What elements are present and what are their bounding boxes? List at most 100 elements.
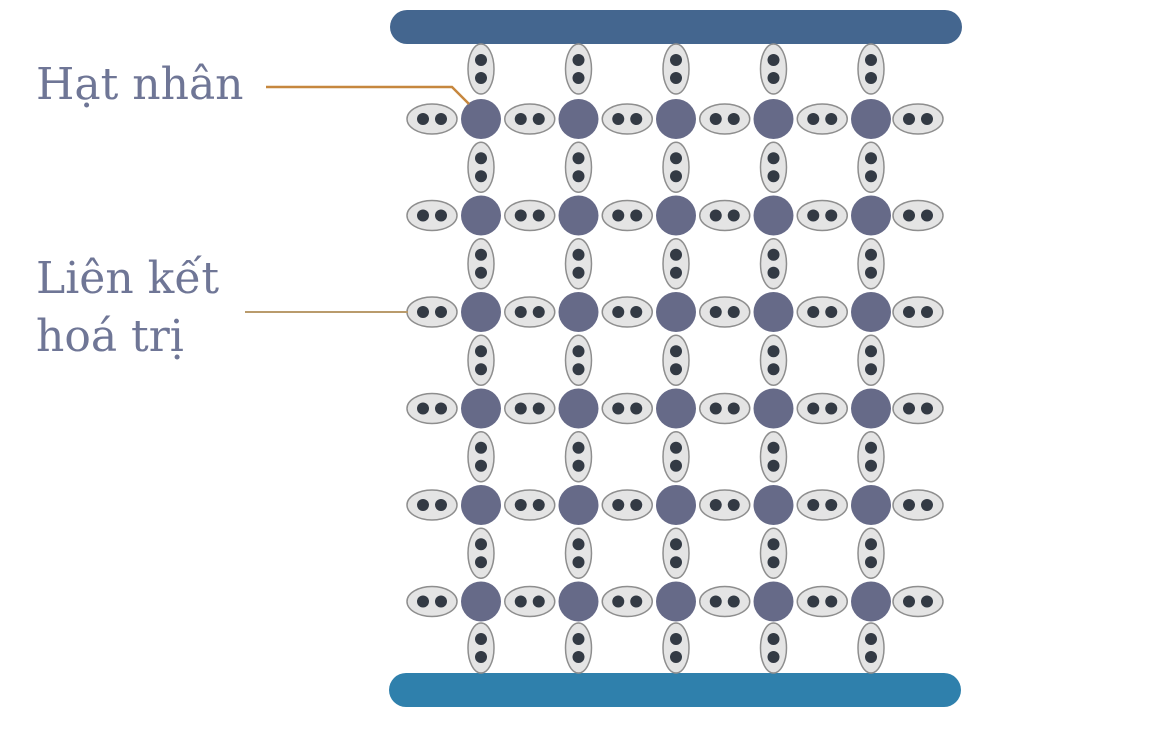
electron	[630, 306, 643, 318]
electron	[767, 72, 780, 84]
electron	[475, 248, 487, 261]
bond-shell	[601, 103, 653, 135]
electron	[865, 441, 877, 454]
nucleus	[851, 485, 891, 525]
electron	[767, 170, 780, 183]
bond-shell	[699, 489, 751, 521]
bond-shell	[796, 199, 848, 232]
electron	[670, 266, 682, 279]
bond-shell	[406, 489, 458, 521]
bond-shell	[857, 141, 885, 193]
nucleus	[461, 99, 501, 139]
bond-shell	[564, 334, 593, 386]
nucleus	[558, 195, 599, 236]
electron	[767, 363, 780, 376]
bond-shell	[406, 199, 458, 232]
nucleus	[558, 581, 599, 622]
electron	[825, 499, 838, 511]
covalent-bond	[759, 622, 788, 674]
nucleus	[656, 292, 696, 332]
electron	[825, 113, 838, 125]
bond-shell	[759, 334, 788, 386]
electron	[767, 152, 780, 165]
covalent-bonds	[406, 43, 944, 674]
electron	[630, 402, 643, 415]
electron	[709, 113, 722, 125]
covalent-bond	[857, 141, 885, 193]
electron	[767, 538, 780, 551]
electron	[709, 209, 722, 222]
covalent-bond	[857, 431, 885, 483]
bond-shell	[662, 431, 690, 483]
covalent-bond	[796, 199, 848, 232]
electron	[630, 499, 643, 511]
electron	[670, 459, 682, 472]
covalent-bond	[564, 141, 593, 193]
covalent-bond	[564, 238, 593, 290]
nucleus	[753, 99, 794, 139]
nucleus-leader-line	[266, 85, 470, 105]
nucleus	[851, 581, 891, 622]
nucleus	[851, 99, 891, 139]
covalent-bond	[857, 238, 885, 290]
electron	[865, 152, 877, 165]
electron	[630, 113, 643, 125]
electron	[767, 633, 780, 645]
covalent-bond	[564, 431, 593, 483]
electron	[670, 170, 682, 183]
nucleus	[656, 485, 696, 525]
covalent-bond	[699, 489, 751, 521]
covalent-bond	[601, 489, 653, 521]
covalent-bond	[699, 199, 751, 232]
electron	[572, 266, 585, 279]
covalent-bond	[699, 392, 751, 425]
bond-shell	[699, 585, 751, 618]
nuclei	[461, 99, 891, 622]
covalent-bond	[406, 392, 458, 425]
electron	[670, 363, 682, 376]
nucleus	[851, 388, 891, 429]
covalent-bond	[406, 103, 458, 135]
electron	[767, 459, 780, 472]
bond-shell	[796, 392, 848, 425]
electron	[807, 113, 820, 125]
bond-shell	[759, 527, 788, 579]
electron	[903, 402, 915, 415]
covalent-bond	[406, 585, 458, 618]
covalent-bond	[796, 489, 848, 521]
bond-shell	[564, 527, 593, 579]
electron	[435, 499, 447, 511]
covalent-bond	[892, 296, 944, 328]
electron	[572, 441, 585, 454]
covalent-bond	[504, 199, 556, 232]
bond-shell	[504, 489, 556, 521]
electron	[612, 402, 625, 415]
electron	[865, 72, 877, 84]
electron	[417, 209, 429, 222]
electron	[417, 402, 429, 415]
electron	[532, 499, 545, 511]
electron	[514, 209, 527, 222]
electron	[514, 499, 527, 511]
bond-shell	[601, 392, 653, 425]
electron	[612, 595, 625, 608]
covalent-bond	[857, 43, 885, 95]
bond-shell	[601, 296, 653, 328]
electron	[709, 306, 722, 318]
bond-shell	[564, 238, 593, 290]
bond-shell	[892, 585, 944, 618]
electron	[475, 459, 487, 472]
electron	[709, 595, 722, 608]
covalent-bond	[662, 43, 690, 95]
bond-shell	[662, 238, 690, 290]
electron	[572, 345, 585, 358]
covalent-bond	[601, 296, 653, 328]
nucleus	[558, 292, 599, 332]
covalent-bond	[601, 103, 653, 135]
covalent-bond	[601, 199, 653, 232]
electron	[767, 266, 780, 279]
electron	[532, 306, 545, 318]
nucleus	[851, 195, 891, 236]
